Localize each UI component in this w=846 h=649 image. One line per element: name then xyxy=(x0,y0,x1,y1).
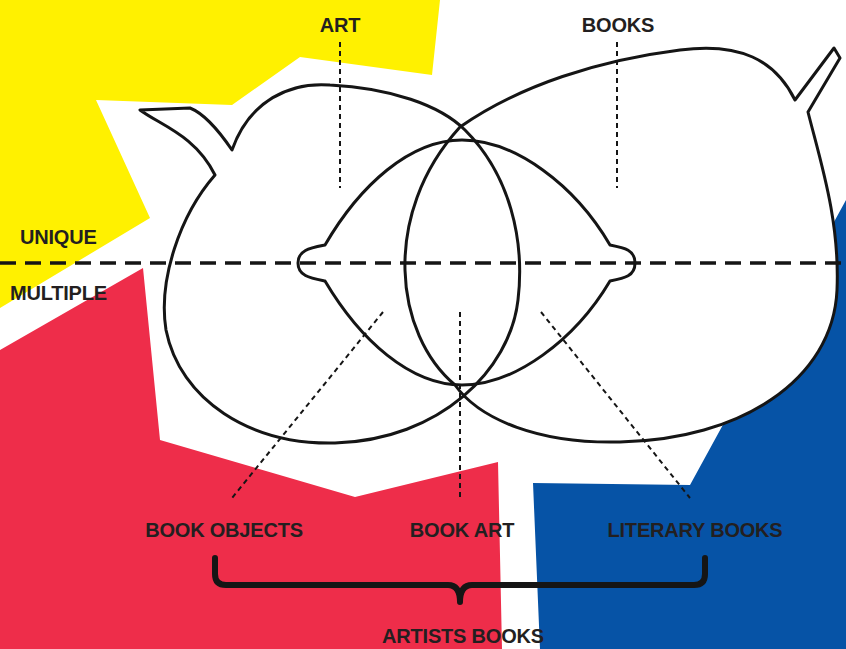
region-label: MULTIPLE xyxy=(10,282,107,304)
pear-fill xyxy=(405,48,840,442)
leader-line xyxy=(339,42,341,188)
leader-line xyxy=(616,42,618,188)
region-label: BOOKS xyxy=(582,14,654,36)
curly-brace xyxy=(215,558,705,602)
region-label: LITERARY BOOKS xyxy=(608,519,783,541)
region-label: BOOK ART xyxy=(410,519,514,541)
leader-line xyxy=(541,312,690,498)
region-label: ART xyxy=(320,14,361,36)
leader-line xyxy=(232,312,383,498)
region-label: BOOK OBJECTS xyxy=(145,519,303,541)
unique-multiple-divider xyxy=(0,261,846,265)
region-label: ARTISTS BOOKS xyxy=(382,625,544,647)
leader-line xyxy=(459,312,461,500)
region-label: UNIQUE xyxy=(20,226,97,248)
pear-outline xyxy=(405,48,840,442)
